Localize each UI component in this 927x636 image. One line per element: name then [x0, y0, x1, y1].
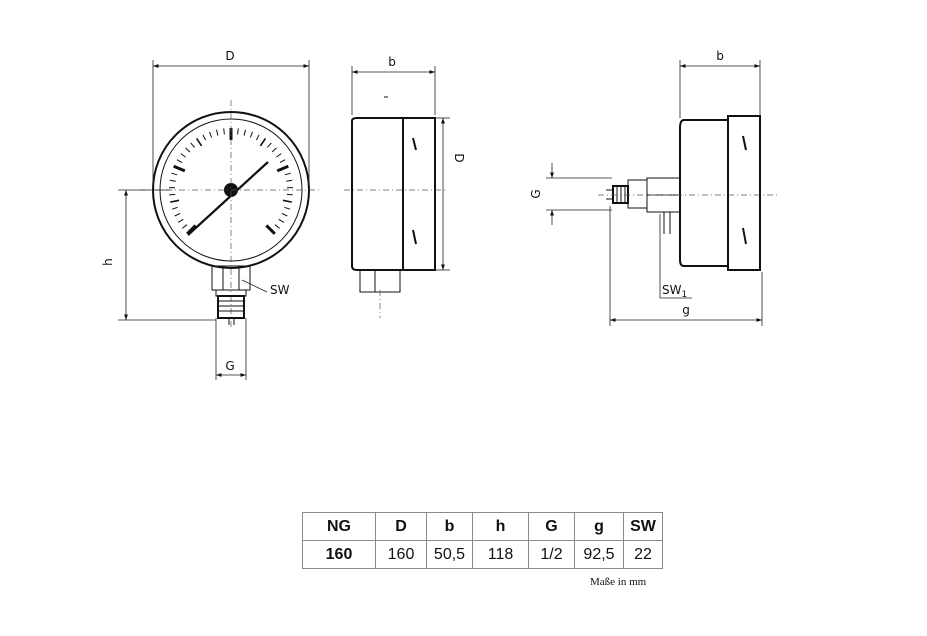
callout-SW: SW — [270, 283, 290, 297]
units-note: Maße in mm — [590, 576, 647, 588]
dial-minor-tick — [255, 134, 260, 141]
case-ring — [402, 117, 436, 271]
dial-minor-tick — [177, 218, 184, 223]
dial-minor-tick — [171, 206, 178, 210]
dim-h-label: h — [101, 258, 115, 266]
dial-minor-tick — [284, 172, 291, 176]
dial-minor-tick — [286, 179, 293, 182]
side-dim-b-label: b — [388, 55, 396, 69]
dial-minor-tick — [171, 172, 178, 176]
cell-G: 1/2 — [528, 540, 575, 569]
dial-minor-tick — [185, 147, 191, 153]
dial-minor-tick — [282, 199, 292, 203]
back-hex — [627, 179, 648, 209]
dial-minor-tick — [267, 142, 272, 148]
dial-minor-tick — [259, 137, 267, 147]
side-view: b D — [344, 55, 466, 318]
col-header-D: D — [375, 512, 427, 541]
table-header-row: NG D b h G g SW — [302, 512, 663, 541]
back-dim-b-label: b — [716, 49, 724, 63]
col-header-SW: SW — [623, 512, 663, 541]
dial-minor-tick — [279, 159, 286, 164]
back-dim-G-label: G — [529, 189, 543, 198]
front-view: D h G SW — [101, 49, 320, 380]
dial-minor-tick — [195, 137, 203, 147]
dial-minor-tick — [176, 159, 183, 164]
col-header-g: g — [574, 512, 624, 541]
dial-major-tick — [276, 164, 289, 173]
dial-minor-tick — [281, 212, 288, 217]
cell-h: 118 — [472, 540, 529, 569]
dimension-table: NG D b h G g SW 160 160 50,5 118 1/2 92,… — [302, 512, 663, 569]
dial-minor-tick — [249, 131, 253, 138]
back-callout-SW: SW1 — [662, 283, 687, 300]
back-connection-view: b G g SW1 — [529, 49, 780, 326]
side-socket — [359, 269, 401, 293]
dial-minor-tick — [202, 134, 207, 141]
back-case-ring — [727, 115, 761, 271]
back-case-body — [679, 119, 729, 267]
dial-minor-tick — [174, 212, 181, 217]
col-header-b: b — [426, 512, 473, 541]
dial-minor-tick — [223, 128, 225, 135]
dim-G-label: G — [225, 359, 234, 373]
dial-minor-tick — [169, 179, 176, 182]
dial-minor-tick — [190, 142, 195, 148]
gauge-pointer — [187, 161, 269, 236]
dial-minor-tick — [181, 224, 188, 229]
dial-minor-tick — [216, 129, 219, 136]
case-body — [351, 117, 404, 271]
dial-minor-tick — [274, 224, 281, 229]
col-header-h: h — [472, 512, 529, 541]
dial-minor-tick — [278, 218, 285, 223]
table-row: 160 160 50,5 118 1/2 92,5 22 — [302, 540, 663, 569]
dial-minor-tick — [180, 153, 186, 158]
dial-minor-tick — [237, 128, 239, 135]
cell-b: 50,5 — [426, 540, 473, 569]
dim-D-label: D — [225, 49, 234, 63]
thread-connection — [217, 295, 245, 319]
cell-g: 92,5 — [574, 540, 624, 569]
back-dim-g-label: g — [682, 303, 690, 317]
cell-NG: 160 — [302, 540, 376, 569]
side-dim-D-label: D — [452, 153, 466, 162]
dial-major-tick — [173, 164, 186, 173]
cell-D: 160 — [375, 540, 427, 569]
dial-minor-tick — [271, 147, 277, 153]
cell-SW: 22 — [623, 540, 663, 569]
dial-minor-tick — [209, 131, 213, 138]
dial-minor-tick — [243, 129, 246, 136]
dial-minor-tick — [170, 199, 180, 203]
col-header-NG: NG — [302, 512, 376, 541]
col-header-G: G — [528, 512, 575, 541]
dial-minor-tick — [169, 193, 176, 196]
dial-major-tick — [265, 224, 276, 235]
dial-minor-tick — [286, 193, 293, 196]
dial-major-tick — [186, 224, 197, 235]
dial-minor-tick — [284, 206, 291, 210]
dial-minor-tick — [276, 153, 282, 158]
